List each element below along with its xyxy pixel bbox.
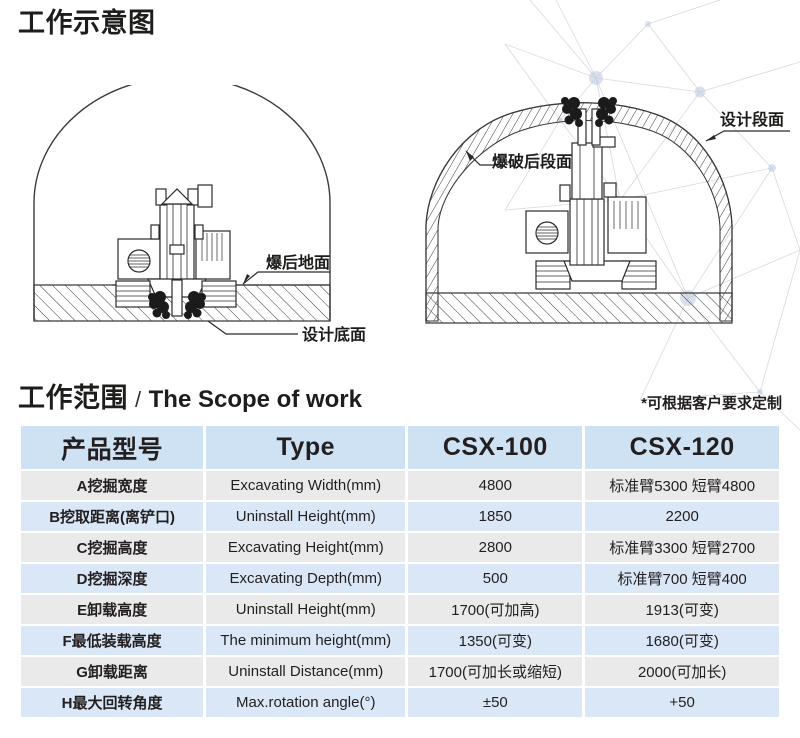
cell-param-label: B挖取距离(离铲口): [21, 502, 204, 531]
cell-param-type: The minimum height(mm): [206, 626, 406, 655]
label-design-section: 设计段面: [720, 110, 784, 129]
cell-csx-100: ±50: [408, 688, 583, 717]
cell-csx-120: 1913(可变): [585, 595, 779, 624]
cell-csx-100: 2800: [408, 533, 583, 562]
header-model: 产品型号: [21, 426, 204, 469]
scope-title: 工作范围 / The Scope of work: [18, 381, 362, 417]
cell-param-type: Uninstall Distance(mm): [206, 657, 406, 686]
cell-csx-120: 2000(可加长): [585, 657, 779, 686]
label-design-floor: 设计底面: [302, 325, 366, 344]
cell-param-type: Excavating Width(mm): [206, 471, 406, 500]
cell-param-type: Excavating Depth(mm): [206, 564, 406, 593]
cell-param-label: C挖掘高度: [21, 533, 204, 562]
cell-param-label: F最低装载高度: [21, 626, 204, 655]
cell-csx-120: +50: [585, 688, 779, 717]
cell-csx-120: 标准臂3300 短臂2700: [585, 533, 779, 562]
cell-param-label: H最大回转角度: [21, 688, 204, 717]
header-csx-120: CSX-120: [585, 426, 779, 469]
custom-note: *可根据客户要求定制: [641, 395, 782, 412]
cell-param-label: G卸载距离: [21, 657, 204, 686]
scope-title-separator: /: [135, 387, 142, 412]
cell-csx-100: 500: [408, 564, 583, 593]
cell-csx-120: 2200: [585, 502, 779, 531]
label-blasted-section: 爆破后段面: [492, 152, 572, 171]
cell-csx-100: 4800: [408, 471, 583, 500]
diagram-left-blasted-floor: 爆后地面 设计底面: [30, 85, 400, 355]
cell-csx-100: 1700(可加长或缩短): [408, 657, 583, 686]
cell-param-type: Uninstall Height(mm): [206, 502, 406, 531]
label-blasted-ground: 爆后地面: [266, 253, 330, 272]
scope-title-en: The Scope of work: [148, 386, 362, 413]
scope-title-cn: 工作范围: [18, 383, 128, 413]
cell-param-label: D挖掘深度: [21, 564, 204, 593]
cell-csx-100: 1850: [408, 502, 583, 531]
cell-param-label: E卸载高度: [21, 595, 204, 624]
cell-csx-120: 1680(可变): [585, 626, 779, 655]
diagram-right-blasted-section: 爆破后段面 设计段面: [408, 85, 790, 355]
header-type: Type: [206, 426, 406, 469]
cell-csx-120: 标准臂5300 短臂4800: [585, 471, 779, 500]
table-header-row: 产品型号 Type CSX-100 CSX-120: [21, 426, 779, 469]
cell-csx-120: 标准臂700 短臂400: [585, 564, 779, 593]
cell-csx-100: 1350(可变): [408, 626, 583, 655]
cell-param-type: Excavating Height(mm): [206, 533, 406, 562]
cell-param-label: A挖掘宽度: [21, 471, 204, 500]
cell-param-type: Uninstall Height(mm): [206, 595, 406, 624]
cell-csx-100: 1700(可加高): [408, 595, 583, 624]
header-csx-100: CSX-100: [408, 426, 583, 469]
cell-param-type: Max.rotation angle(°): [206, 688, 406, 717]
page-title-top: 工作示意图: [18, 8, 156, 38]
